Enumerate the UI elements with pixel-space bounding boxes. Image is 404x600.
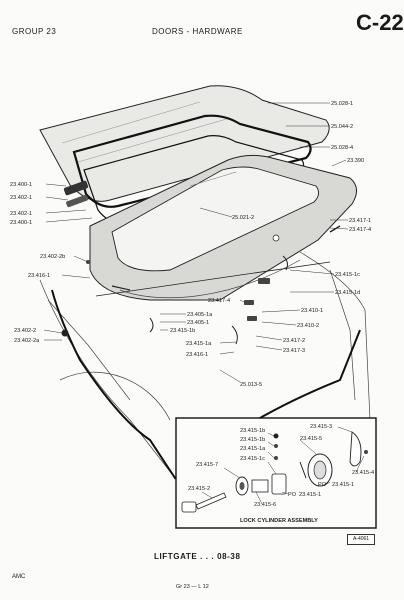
inset-label-23415-1: 23.415-1 xyxy=(332,482,354,488)
inset-label-po-1: PO xyxy=(318,482,327,488)
inset-label-23415-3: 23.415-3 xyxy=(310,424,332,430)
footer-brand: AMC xyxy=(12,574,26,580)
label-25028-1: 25.028-1 xyxy=(331,101,353,107)
label-23415-1a: 23.415-1a xyxy=(186,341,212,347)
label-25028-4: 25.028-4 xyxy=(331,145,353,151)
label-23390: 23.390 xyxy=(347,158,364,164)
label-23415-1c: 23.415-1c xyxy=(335,272,360,278)
figure-caption: LIFTGATE . . . 08-38 xyxy=(154,552,241,561)
footer-page-ref: Gr 23 — L 12 xyxy=(176,584,209,590)
label-23405-1: 23.405-1 xyxy=(187,320,209,326)
label-23405-1a: 23.405-1a xyxy=(187,312,213,318)
hinge-left xyxy=(63,180,89,208)
label-25013-5: 25.013-5 xyxy=(240,382,262,388)
inset-label-23415-2: 23.415-2 xyxy=(188,486,210,492)
inset-label-23415-1a: 23.415-1a xyxy=(240,446,266,452)
label-23400-1-bottom: 23.400-1 xyxy=(10,220,32,226)
inset-label-23415-1-second: 23.415-1 xyxy=(299,492,321,498)
label-23417-4: 23.417-4 xyxy=(349,227,371,233)
inset-label-23415-6: 23.415-6 xyxy=(254,502,276,508)
illustration-reference: A-4061 xyxy=(347,534,375,545)
label-23415-1b: 23.415-1b xyxy=(170,328,195,334)
inset-label-23415-1b: 23.415-1b xyxy=(240,428,265,434)
label-23402-2a: 23.402-2a xyxy=(14,338,40,344)
label-23416-1-b: 23.416-1 xyxy=(186,352,208,358)
label-23417-2: 23.417-2 xyxy=(283,338,305,344)
inset-title: LOCK CYLINDER ASSEMBLY xyxy=(240,518,318,524)
leader-lines xyxy=(43,102,349,383)
label-23417-4-b: 23.417-4 xyxy=(208,298,230,304)
inset-label-23415-1b-second: 23.415-1b xyxy=(240,437,265,443)
inset-label-23415-7: 23.415-7 xyxy=(196,462,218,468)
label-23417-1: 23.417-1 xyxy=(349,218,371,224)
label-23410-2: 23.410-2 xyxy=(297,323,319,329)
key-drawing xyxy=(181,492,227,513)
inset-label-23415-1c: 23.415-1c xyxy=(240,456,265,462)
liftgate-panel xyxy=(89,154,357,301)
glass-weatherstrip xyxy=(72,114,312,208)
label-23402-1-bottom: 23.402-1 xyxy=(10,211,32,217)
label-23400-1-top: 23.400-1 xyxy=(10,182,32,188)
liftgate-glass xyxy=(39,85,330,202)
inset-label-23415-5: 23.415-5 xyxy=(300,436,322,442)
section-title: DOORS - HARDWARE xyxy=(152,27,243,36)
label-23410-1: 23.410-1 xyxy=(301,308,323,314)
label-23402-2: 23.402-2 xyxy=(14,328,36,334)
inset-label-po-2: PO xyxy=(288,492,297,498)
inset-label-23415-4: 23.415-4 xyxy=(352,470,374,476)
label-23402-2b: 23.402-2b xyxy=(40,254,65,260)
label-23402-1-top: 23.402-1 xyxy=(10,195,32,201)
page-code: C-22 xyxy=(356,10,404,35)
group-number: GROUP 23 xyxy=(12,27,57,36)
label-23416-1: 23.416-1 xyxy=(28,273,50,279)
lock-cylinder-inset: 23.415-1b 23.415-1b 23.415-1a 23.415-3 2… xyxy=(175,417,377,529)
label-23417-3: 23.417-3 xyxy=(283,348,305,354)
label-23415-1d: 23.415-1d xyxy=(335,290,360,296)
latch-parts xyxy=(61,225,341,345)
label-25044-2: 25.044-2 xyxy=(331,124,353,130)
car-body-outline xyxy=(39,251,371,479)
label-25021-2: 25.021-2 xyxy=(232,215,254,221)
